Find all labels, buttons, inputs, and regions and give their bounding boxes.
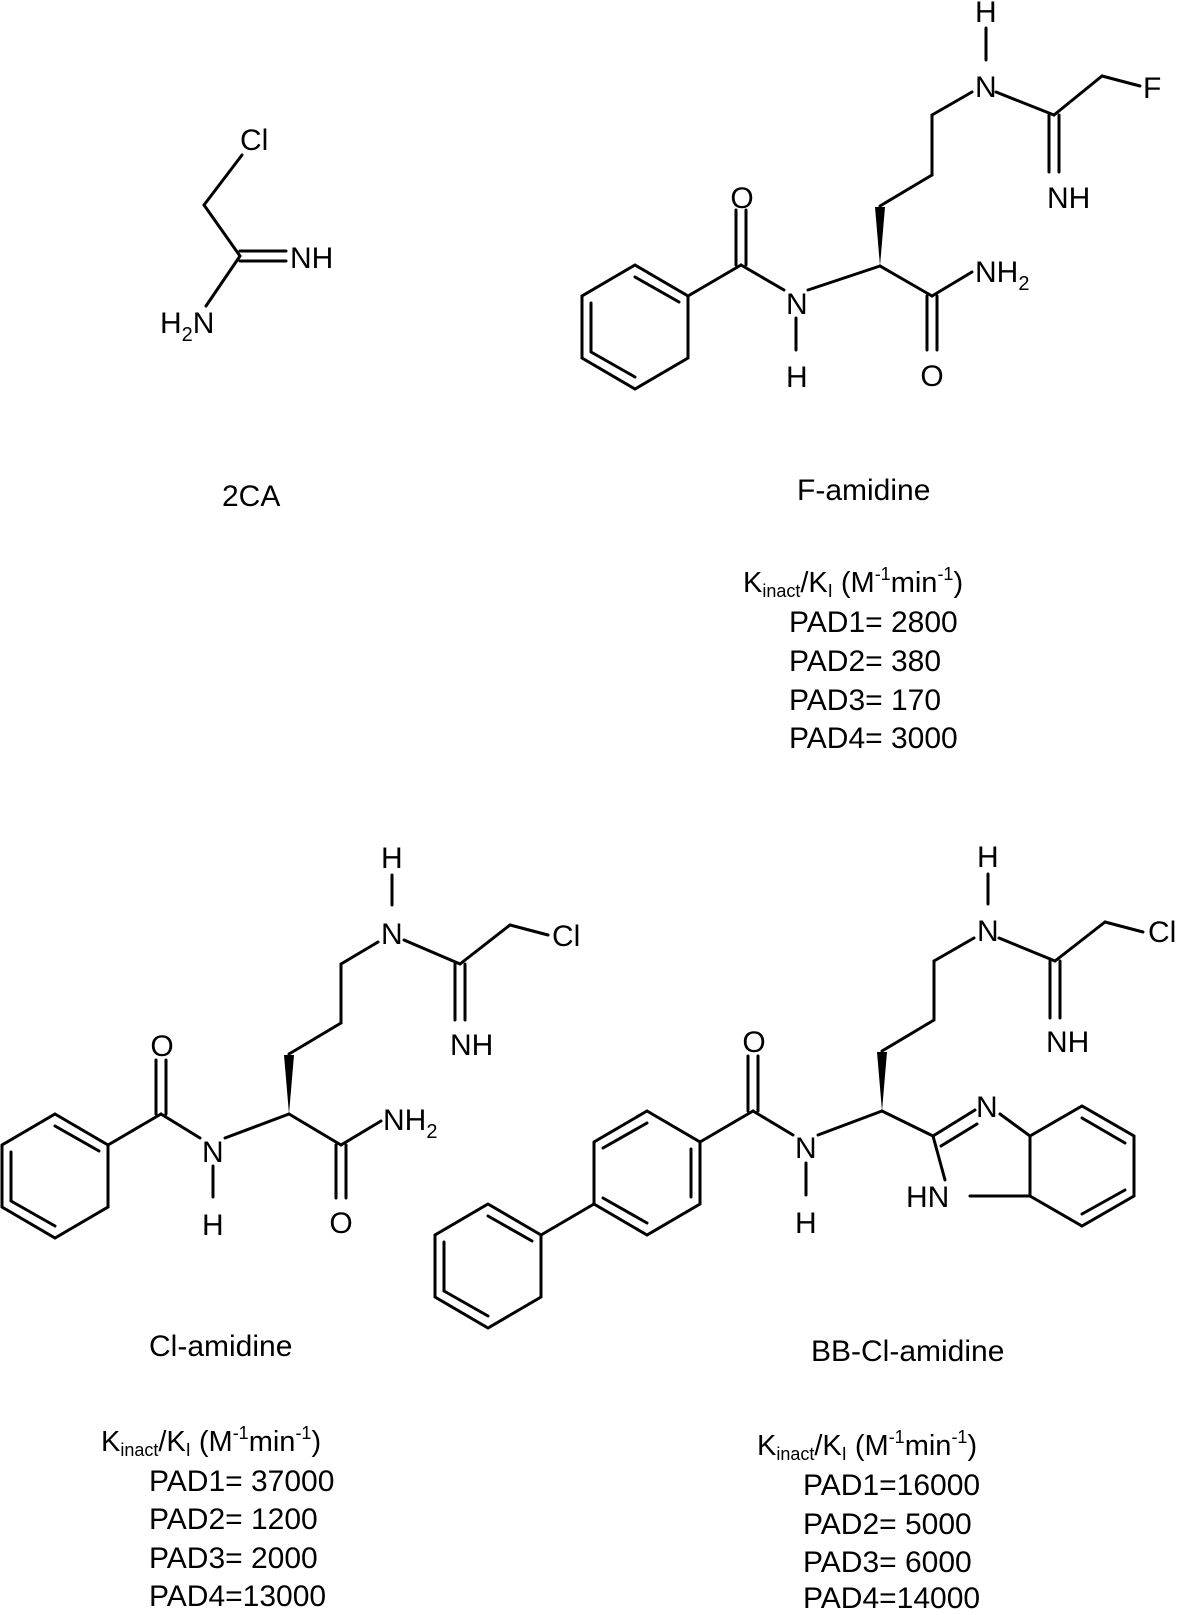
atom-imine-nh: NH [1046,1026,1089,1059]
atom-amide-n: N [202,1136,224,1169]
inact-subscript: inact [762,581,801,601]
unit-exp-1: -1 [888,1427,905,1447]
kinetics-header-bb-cl-amidine: Kinact/KI (M-1min-1) [757,1423,977,1469]
structure-cl-amidine: H N Cl NH O N H NH2 O [0,842,580,1242]
atom-nh-n: N [381,918,403,951]
atom-chlorine: Cl [1148,916,1176,949]
structure-bb-cl-amidine: H N Cl NH O N H N HN [433,841,1176,1330]
atom-imine-nh: NH [450,1029,493,1062]
atom-nh-h: H [977,841,999,874]
structure-f-amidine: H N F NH O N H NH2 O [580,0,1161,394]
unit-close: ) [311,1426,322,1458]
kinetics-value-pad4: PAD4=14000 [803,1582,981,1615]
kinetics-header-cl-amidine: Kinact/KI (M-1min-1) [101,1419,321,1465]
unit-close: ) [953,567,964,599]
slash-k: /K [158,1426,186,1458]
kinetics-value-pad1: PAD1=16000 [803,1469,981,1502]
slash-k: /K [814,1430,842,1462]
unit-exp-2: -1 [295,1423,312,1443]
svg-text:NH2: NH2 [383,1104,437,1143]
kinetics-value-pad2: PAD2= 1200 [149,1503,318,1536]
atom-amide-n: N [795,1132,817,1165]
slash-k: /K [800,567,828,599]
i-subscript: I [185,1440,191,1460]
atom-benzimidazole-n: N [976,1091,998,1124]
atom-amine-n: N [193,307,215,340]
compound-name-f-amidine: F-amidine [797,474,931,507]
i-subscript: I [827,581,833,601]
i-subscript: I [841,1444,847,1464]
kinetics-value-pad4: PAD4=13000 [149,1580,327,1613]
compound-name-bb-cl-amidine: BB-Cl-amidine [811,1335,1005,1368]
inact-subscript: inact [120,1440,159,1460]
atom-imine-nh: NH [290,242,333,275]
svg-text:H2N: H2N [160,307,214,346]
atom-nh2-subscript: 2 [426,1121,437,1143]
structure-2ca: Cl NH H2N [160,124,333,346]
atom-amine-subscript: 2 [182,324,193,346]
unit-close: ) [967,1430,978,1462]
atom-nh-n: N [977,915,999,948]
unit-min: min [890,567,938,599]
atom-nh-h: H [381,842,403,875]
compound-name-cl-amidine: Cl-amidine [149,1330,293,1363]
kinetics-value-pad1: PAD1= 2800 [789,606,958,639]
atom-amide-h: H [786,361,808,394]
atom-nh-h: H [975,0,997,29]
atom-cl: Cl [240,124,268,157]
unit-open: (M [854,1430,889,1462]
unit-open: (M [840,567,875,599]
atom-carbonyl-o: O [150,1030,173,1063]
kinetics-value-pad3: PAD3= 170 [789,684,942,717]
kinetics-value-pad3: PAD3= 2000 [149,1542,318,1575]
kinetics-value-pad3: PAD3= 6000 [803,1546,972,1579]
kinetics-value-pad2: PAD2= 5000 [803,1508,972,1541]
kinetics-value-pad2: PAD2= 380 [789,645,942,678]
atom-carbonyl-o: O [730,182,753,215]
unit-exp-1: -1 [874,564,891,584]
atom-amide-h: H [795,1207,817,1240]
atom-imine-nh: NH [1047,182,1090,215]
unit-exp-2: -1 [937,564,954,584]
unit-open: (M [198,1426,233,1458]
k-symbol: K [757,1430,777,1462]
atom-nh2: NH [383,1104,426,1137]
atom-nh2-subscript: 2 [1018,273,1029,295]
atom-amide-n: N [786,288,808,321]
kinetics-header-f-amidine: Kinact/KI (M-1min-1) [743,560,963,606]
atom-benzimidazole-hn: HN [906,1181,949,1214]
atom-amide-h: H [202,1209,224,1242]
inact-subscript: inact [776,1444,815,1464]
svg-text:NH2: NH2 [975,256,1029,295]
kinetics-value-pad4: PAD4= 3000 [789,722,958,755]
unit-min: min [904,1430,952,1462]
atom-carbonyl-o: O [742,1026,765,1059]
atom-amide-o: O [920,360,943,393]
atom-nh2: NH [975,256,1018,289]
unit-min: min [248,1426,296,1458]
atom-amine-h: H [160,307,182,340]
atom-fluorine: F [1143,72,1161,105]
atom-amide-o: O [329,1207,352,1240]
atom-nh-n: N [975,71,997,104]
k-symbol: K [101,1426,121,1458]
kinetics-value-pad1: PAD1= 37000 [149,1465,335,1498]
compound-name-2ca: 2CA [222,480,281,513]
k-symbol: K [743,567,763,599]
atom-chlorine: Cl [552,920,580,953]
unit-exp-2: -1 [951,1427,968,1447]
unit-exp-1: -1 [232,1423,249,1443]
